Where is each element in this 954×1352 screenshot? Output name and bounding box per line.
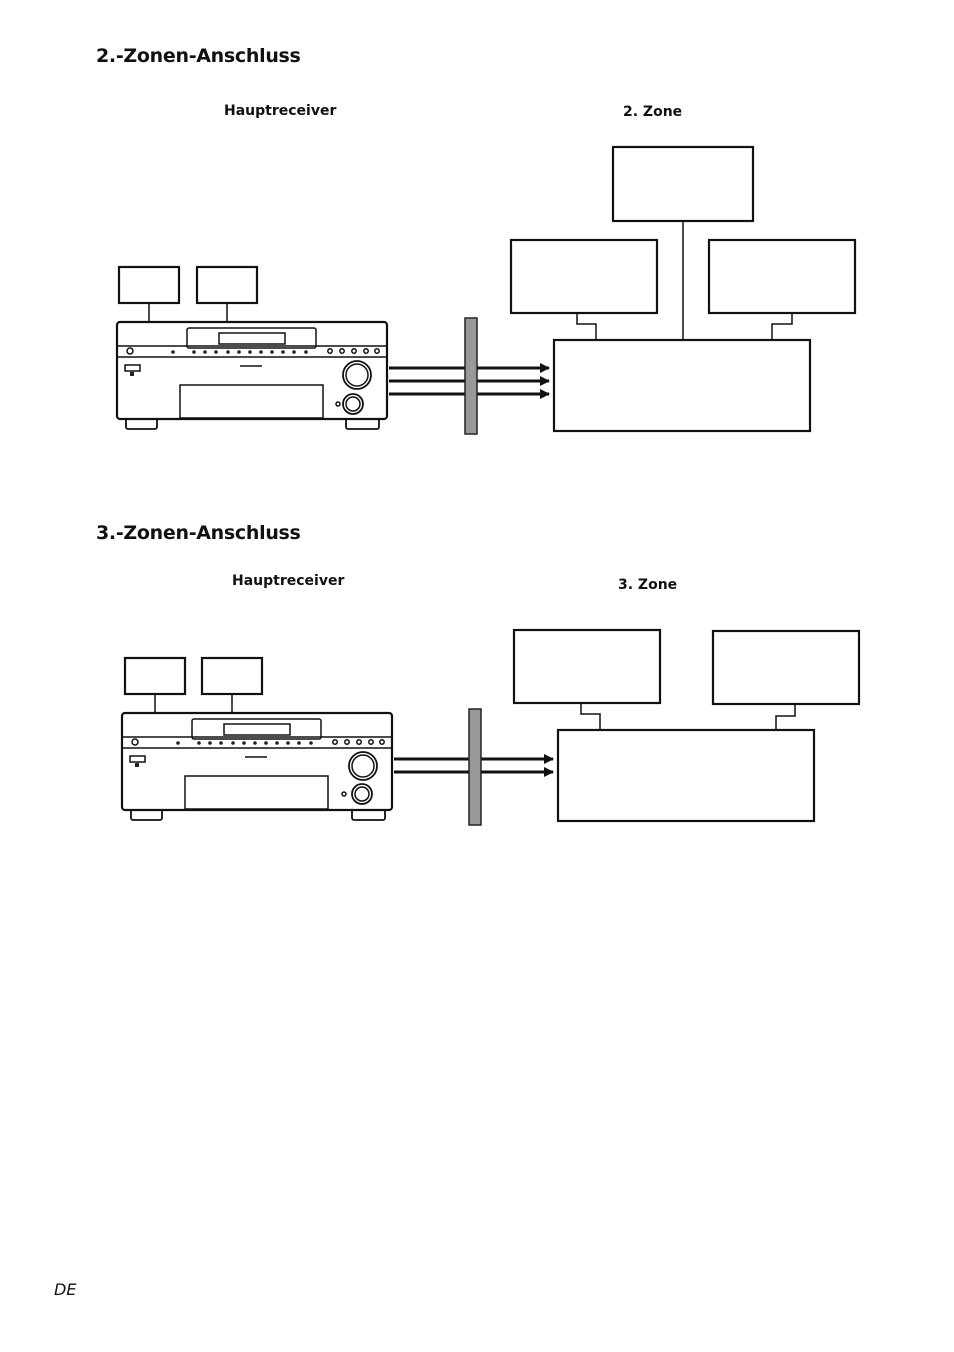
zone-label: 2. Zone — [623, 104, 683, 120]
main-speaker-right — [195, 265, 259, 305]
wall — [468, 708, 482, 826]
main-speaker-left — [123, 656, 187, 696]
zone-top-device — [611, 145, 755, 223]
zone-receiver — [552, 338, 812, 433]
diagram-2zone — [115, 145, 857, 435]
section-heading-3zone: 3.-Zonen-Anschluss — [96, 522, 301, 544]
diagram-3zone — [120, 628, 861, 826]
wall — [464, 317, 478, 435]
zone-speaker-right — [711, 629, 861, 706]
main-receiver-unit — [115, 320, 389, 430]
zone-speaker-left — [509, 238, 659, 315]
main-receiver-label: Hauptreceiver — [224, 103, 337, 119]
zone-speaker-left — [512, 628, 662, 705]
main-speaker-right — [200, 656, 264, 696]
main-speaker-left — [117, 265, 181, 305]
main-receiver-unit — [120, 711, 394, 821]
zone-label: 3. Zone — [618, 577, 678, 593]
zone-receiver — [556, 728, 816, 823]
main-receiver-label: Hauptreceiver — [232, 573, 345, 589]
language-code: DE — [54, 1280, 77, 1299]
zone-speaker-right — [707, 238, 857, 315]
section-heading-2zone: 2.-Zonen-Anschluss — [96, 45, 301, 67]
